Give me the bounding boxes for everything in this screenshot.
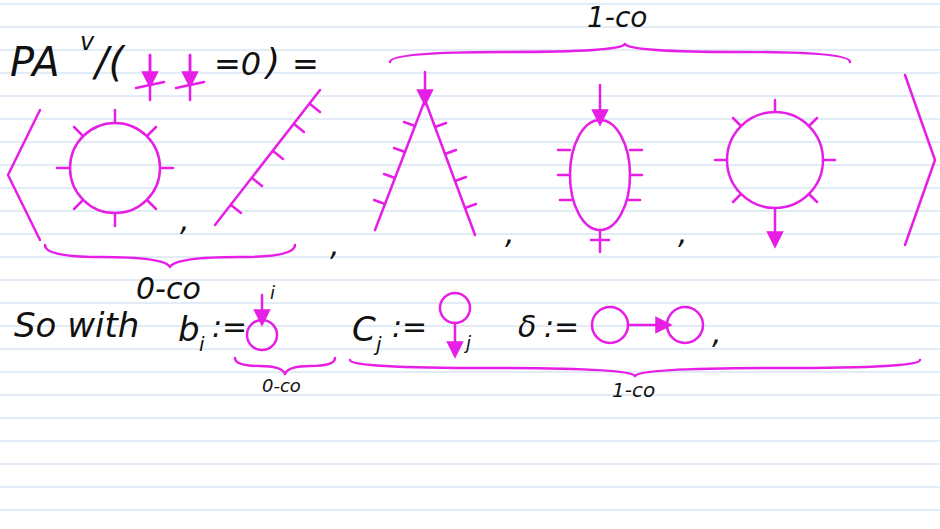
subscript: j [376, 334, 382, 354]
two-loops-arrow [592, 307, 703, 343]
formula-text: = [292, 48, 319, 80]
brace [235, 358, 335, 374]
comma: , [180, 205, 190, 235]
formula-text: PA [10, 42, 60, 82]
loop-out-arrow [440, 293, 470, 350]
hairy-teardrop [558, 85, 642, 252]
comma: , [678, 218, 688, 248]
note-text: So with [14, 308, 139, 342]
arrow-label: j [466, 334, 471, 352]
brace-label: 1-co [587, 4, 647, 32]
brace-label: 1-co [612, 380, 655, 400]
crossing-arrows [136, 55, 204, 100]
angle-bracket [8, 110, 40, 240]
ruled-lines [0, 4, 940, 510]
symbol: δ [518, 312, 536, 342]
hairy-circle [57, 110, 173, 226]
superscript: v [80, 30, 94, 54]
arrow-label: i [270, 284, 275, 302]
symbol: C [352, 312, 376, 346]
loop-in-arrow [247, 295, 277, 350]
subscript: i [199, 334, 205, 354]
formula-text: /( [95, 42, 124, 82]
symbol: b [178, 312, 200, 346]
formula-text: =0 [214, 48, 261, 80]
brace [350, 360, 920, 376]
brace [390, 44, 850, 62]
brace-label: 0-co [262, 377, 301, 395]
comma: , [712, 318, 722, 348]
comma: , [505, 218, 515, 248]
formula-text: ) [266, 44, 280, 80]
symbol: := [392, 312, 427, 342]
symbol: := [212, 312, 247, 342]
hairy-circle-out [715, 100, 835, 240]
symbol: := [544, 312, 579, 342]
brace [45, 245, 295, 267]
brace-label: 0-co [136, 274, 201, 304]
comma: , [330, 230, 340, 260]
hairy-line [215, 90, 320, 225]
angle-bracket [905, 75, 935, 245]
hairy-cusp [374, 72, 476, 235]
